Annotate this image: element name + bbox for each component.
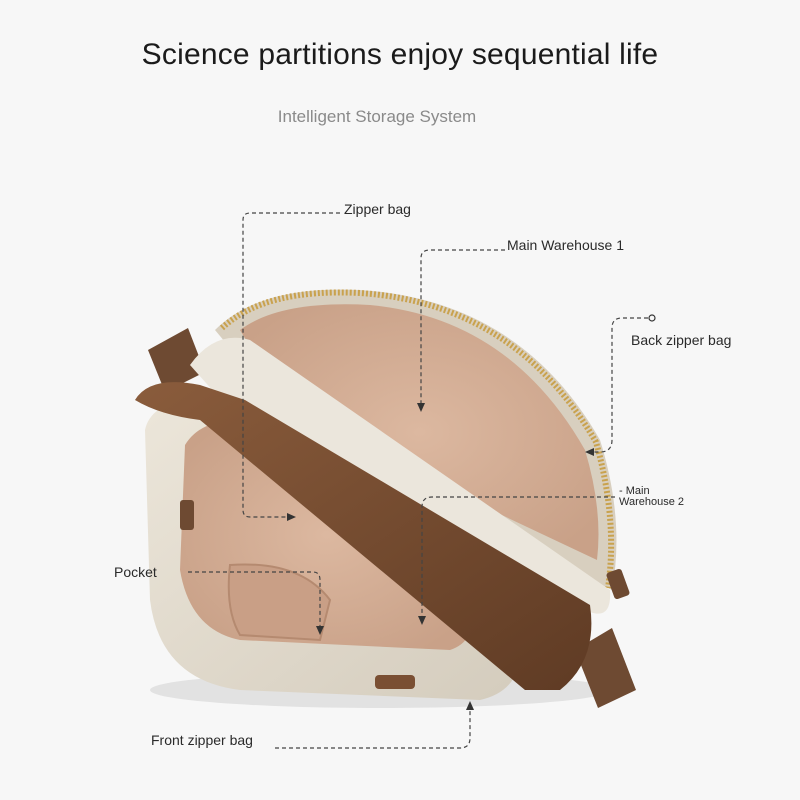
strap-left [148,328,205,392]
page-subtitle: Intelligent Storage System [277,107,477,126]
arrow-zipper-bag [287,513,296,521]
strap-right [575,628,636,708]
label-main-warehouse-2-line2: Warehouse 2 [619,496,685,508]
arrow-pocket [316,626,324,635]
callout-line-main-warehouse-1 [420,249,505,405]
page-title: Science partitions enjoy sequential life [141,38,659,71]
callout-line-zipper-bag [242,212,340,518]
callout-line-back-zipper-bag [592,317,648,453]
strap-tab-left [180,500,194,530]
front-zipper-pull [375,675,415,689]
arrow-main-warehouse-1 [417,403,425,412]
label-zipper-bag: Zipper bag [344,201,411,217]
middle-fabric-band [190,337,611,614]
label-back-zipper-bag: Back zipper bag [631,332,732,348]
leather-trim [135,382,592,690]
callout-line-front-zipper-bag [275,708,471,749]
label-front-zipper-bag: Front zipper bag [151,732,253,748]
main-zipper [219,289,615,589]
callout-line-main-warehouse-2 [421,496,615,618]
label-main-warehouse-2-line1: - Main [619,485,650,497]
main-compartment-lining [240,304,599,560]
callout-dot-back-zipper-bag [648,314,656,322]
label-pocket: Pocket [114,564,157,580]
label-main-warehouse-1: Main Warehouse 1 [507,237,624,253]
arrow-front-zipper-bag [466,701,474,710]
inner-pocket [227,563,332,642]
callout-line-pocket [188,571,321,628]
arrow-back-zipper-bag [585,448,594,456]
arrow-main-warehouse-2 [418,616,426,625]
strap-tab-right [606,568,630,600]
